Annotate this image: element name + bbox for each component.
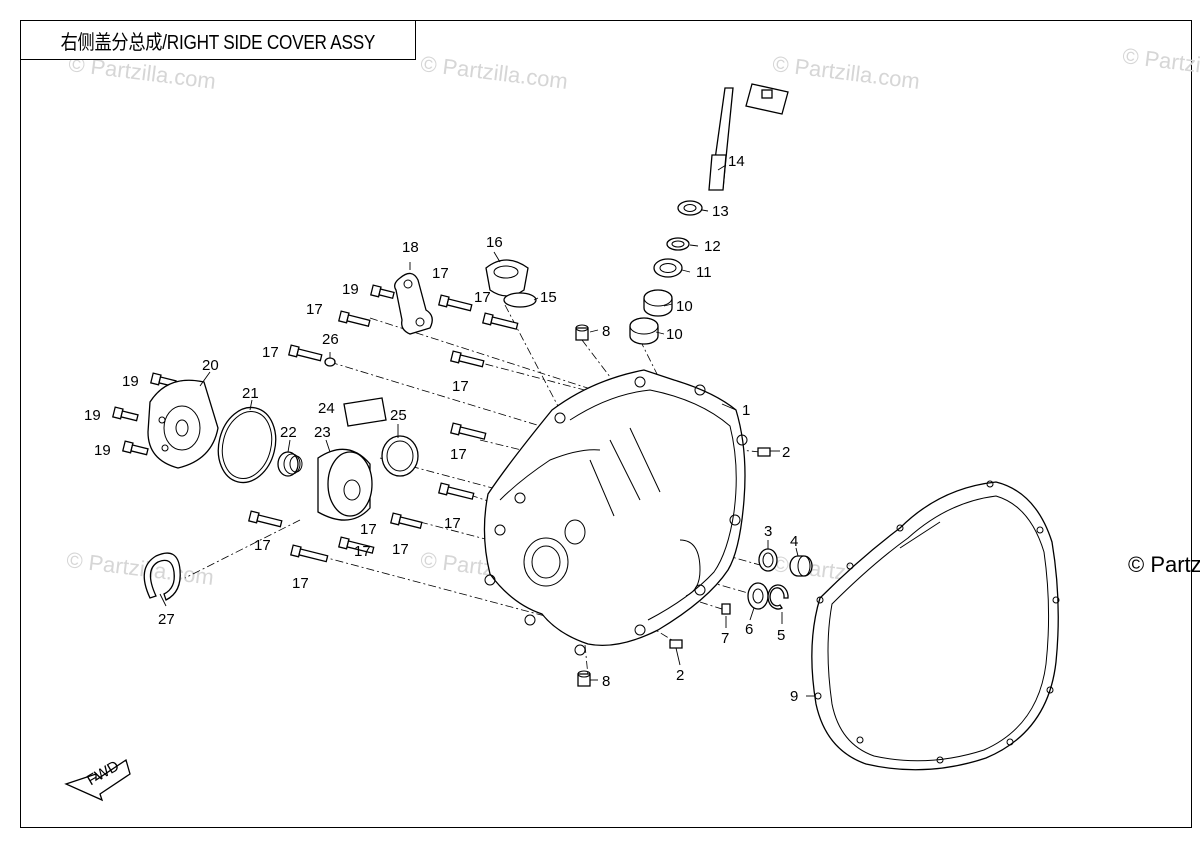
- label-26: 26: [322, 331, 339, 348]
- label-11: 11: [696, 264, 712, 281]
- label-plate-24: [343, 397, 387, 427]
- label-5: 5: [777, 627, 785, 644]
- label-21: 21: [242, 385, 259, 402]
- seal-stack: [629, 200, 703, 345]
- label-17: 17: [254, 537, 271, 554]
- label-24: 24: [318, 400, 335, 417]
- o-ring-21: [217, 406, 277, 484]
- bolts: [112, 284, 519, 563]
- right-side-cover-1: [483, 369, 748, 656]
- label-19: 19: [342, 281, 359, 298]
- leader-lines: [159, 164, 816, 697]
- label-9: 9: [790, 688, 798, 705]
- title-box: 右侧盖分总成/RIGHT SIDE COVER ASSY: [20, 20, 416, 60]
- diagram-frame: [20, 20, 1192, 828]
- label-7: 7: [721, 630, 729, 647]
- label-10: 10: [666, 326, 683, 343]
- label-22: 22: [280, 424, 297, 441]
- label-17: 17: [360, 521, 377, 538]
- ring-25: [381, 435, 419, 477]
- sensor-14: [708, 83, 789, 191]
- label-17: 17: [262, 344, 279, 361]
- label-14: 14: [728, 153, 745, 170]
- cap-16: [485, 259, 537, 308]
- small-rings: [747, 548, 813, 610]
- part-labels: 1 2 2 3 4 5 6 7 8 8 9 10 10 11 12 13 14 …: [84, 153, 798, 705]
- label-17: 17: [450, 446, 467, 463]
- label-13: 13: [712, 203, 729, 220]
- fwd-arrow-icon: FWD: [64, 757, 131, 802]
- label-16: 16: [486, 234, 503, 251]
- label-6: 6: [745, 621, 753, 638]
- label-17: 17: [354, 543, 371, 560]
- end-cover-20: [147, 379, 219, 469]
- bracket-18: [394, 272, 433, 335]
- label-8: 8: [602, 323, 610, 340]
- label-15: 15: [540, 289, 557, 306]
- label-27: 27: [158, 611, 175, 628]
- label-12: 12: [704, 238, 721, 255]
- label-17: 17: [452, 378, 469, 395]
- label-23: 23: [314, 424, 331, 441]
- label-25: 25: [390, 407, 407, 424]
- label-1: 1: [742, 402, 750, 419]
- label-2: 2: [676, 667, 684, 684]
- spring-22: [277, 451, 303, 477]
- watermark-edge: © Partz: [1128, 552, 1200, 577]
- gasket-9: [811, 480, 1060, 771]
- label-19: 19: [122, 373, 139, 390]
- label-17: 17: [444, 515, 461, 532]
- label-20: 20: [202, 357, 219, 374]
- label-17: 17: [306, 301, 323, 318]
- pins: [324, 324, 771, 687]
- label-3: 3: [764, 523, 772, 540]
- label-19: 19: [94, 442, 111, 459]
- circlip-27: [143, 552, 181, 601]
- label-10: 10: [676, 298, 693, 315]
- label-17: 17: [432, 265, 449, 282]
- filter-23: [317, 448, 373, 521]
- label-18: 18: [402, 239, 419, 256]
- label-17: 17: [474, 289, 491, 306]
- label-4: 4: [790, 533, 798, 550]
- label-17: 17: [392, 541, 409, 558]
- diagram-title: 右侧盖分总成/RIGHT SIDE COVER ASSY: [60, 31, 376, 54]
- label-8: 8: [602, 673, 610, 690]
- label-17: 17: [292, 575, 309, 592]
- label-2: 2: [782, 444, 790, 461]
- label-19: 19: [84, 407, 101, 424]
